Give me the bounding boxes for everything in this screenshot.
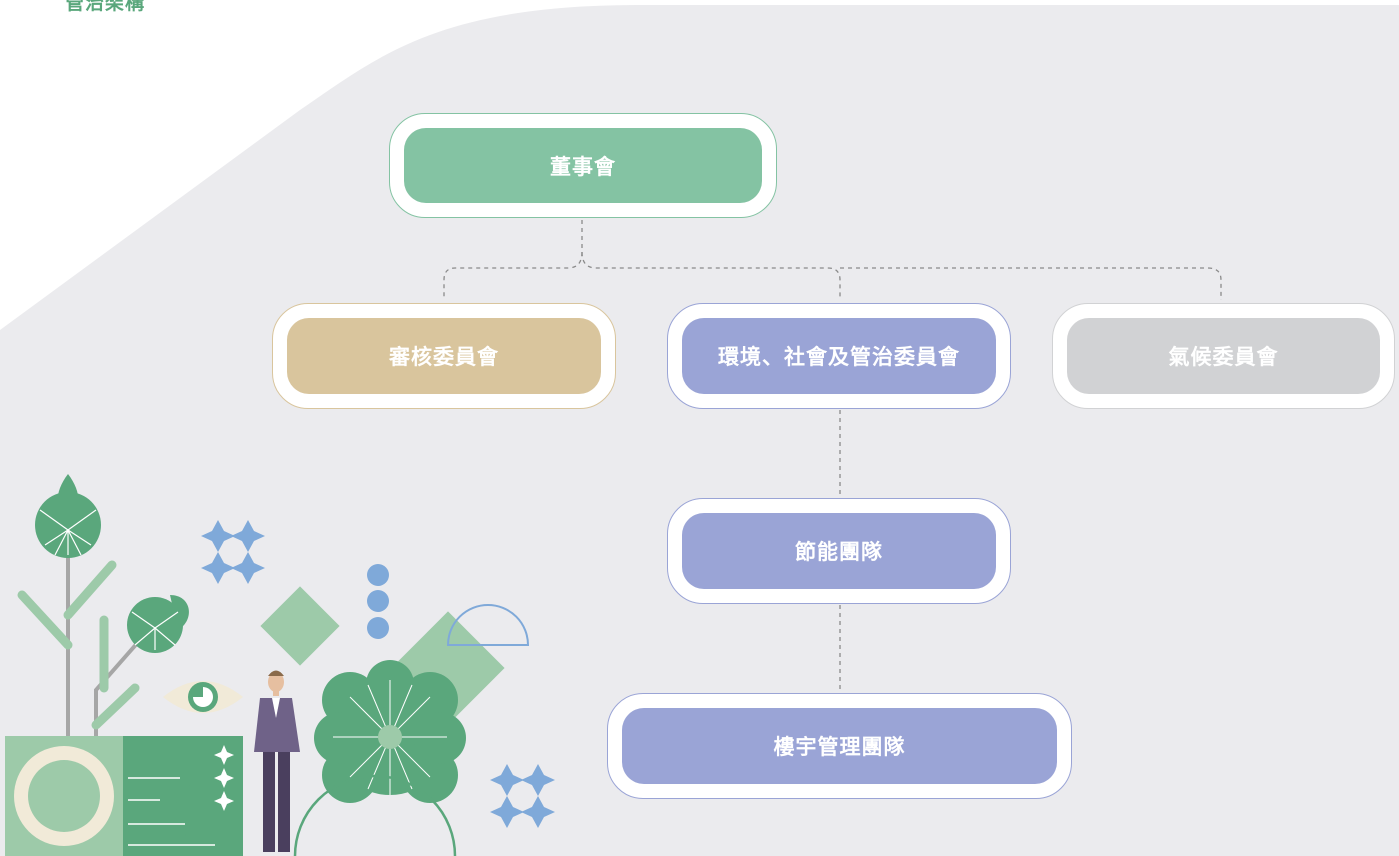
sparkle-icon	[201, 520, 265, 584]
energy-team-label: 節能團隊	[795, 540, 883, 564]
audit-committee-fill: 審核委員會	[287, 318, 601, 394]
half-circle-outline	[446, 604, 530, 646]
esg-committee-fill: 環境、社會及管治委員會	[682, 318, 996, 394]
person-figure	[254, 670, 300, 852]
decorative-illustration	[5, 474, 555, 856]
energy-team-fill: 節能團隊	[682, 513, 996, 589]
building-team-node: 樓宇管理團隊	[607, 693, 1072, 799]
audit-committee-label: 審核委員會	[389, 345, 499, 369]
page-heading: 管治架構	[65, 0, 146, 14]
esg-committee-label: 環境、社會及管治委員會	[718, 345, 960, 369]
board-node: 董事會	[389, 113, 777, 218]
climate-committee-node: 氣候委員會	[1052, 303, 1395, 409]
eye-icon	[163, 681, 243, 713]
wave-card-icon	[5, 736, 243, 856]
audit-committee-node: 審核委員會	[272, 303, 616, 409]
flower-icon	[314, 660, 466, 803]
leaf-flower-icon-2	[127, 595, 189, 653]
sparkle-icon-2	[490, 764, 555, 828]
board-node-fill: 董事會	[404, 128, 762, 203]
diamond-shape	[260, 586, 340, 666]
arc-outline	[293, 774, 457, 856]
building-team-fill: 樓宇管理團隊	[622, 708, 1057, 784]
energy-team-node: 節能團隊	[667, 498, 1011, 604]
dots-icon	[367, 564, 389, 639]
building-team-label: 樓宇管理團隊	[773, 735, 906, 759]
climate-committee-fill: 氣候委員會	[1067, 318, 1380, 394]
board-label: 董事會	[550, 154, 616, 179]
climate-committee-label: 氣候委員會	[1168, 345, 1279, 369]
esg-committee-node: 環境、社會及管治委員會	[667, 303, 1011, 409]
leaf-flower-icon	[35, 474, 101, 558]
